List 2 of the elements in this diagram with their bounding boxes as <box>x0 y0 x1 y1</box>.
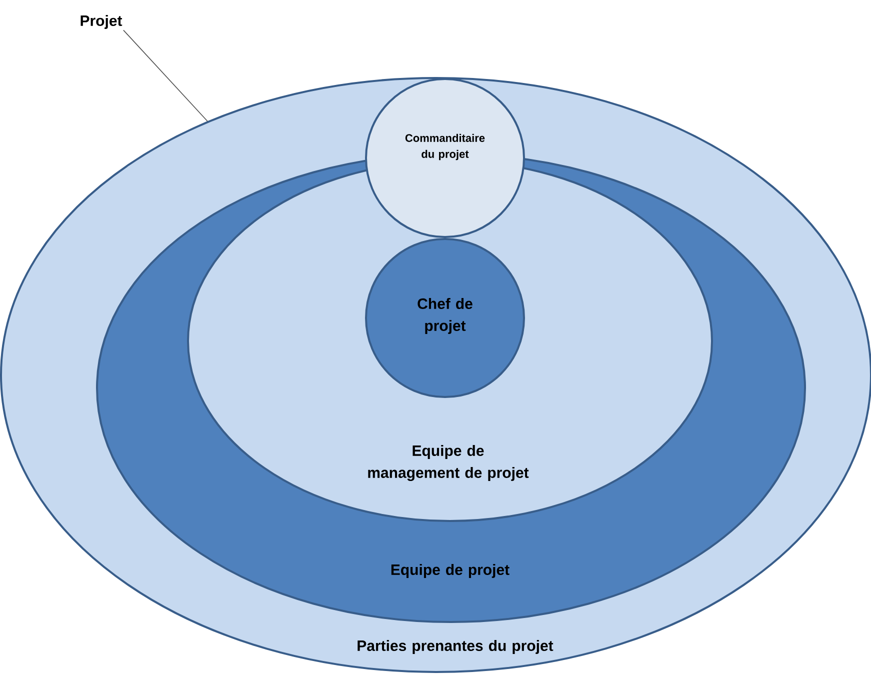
leader-line <box>123 30 208 122</box>
title-label: Projet <box>80 15 122 29</box>
